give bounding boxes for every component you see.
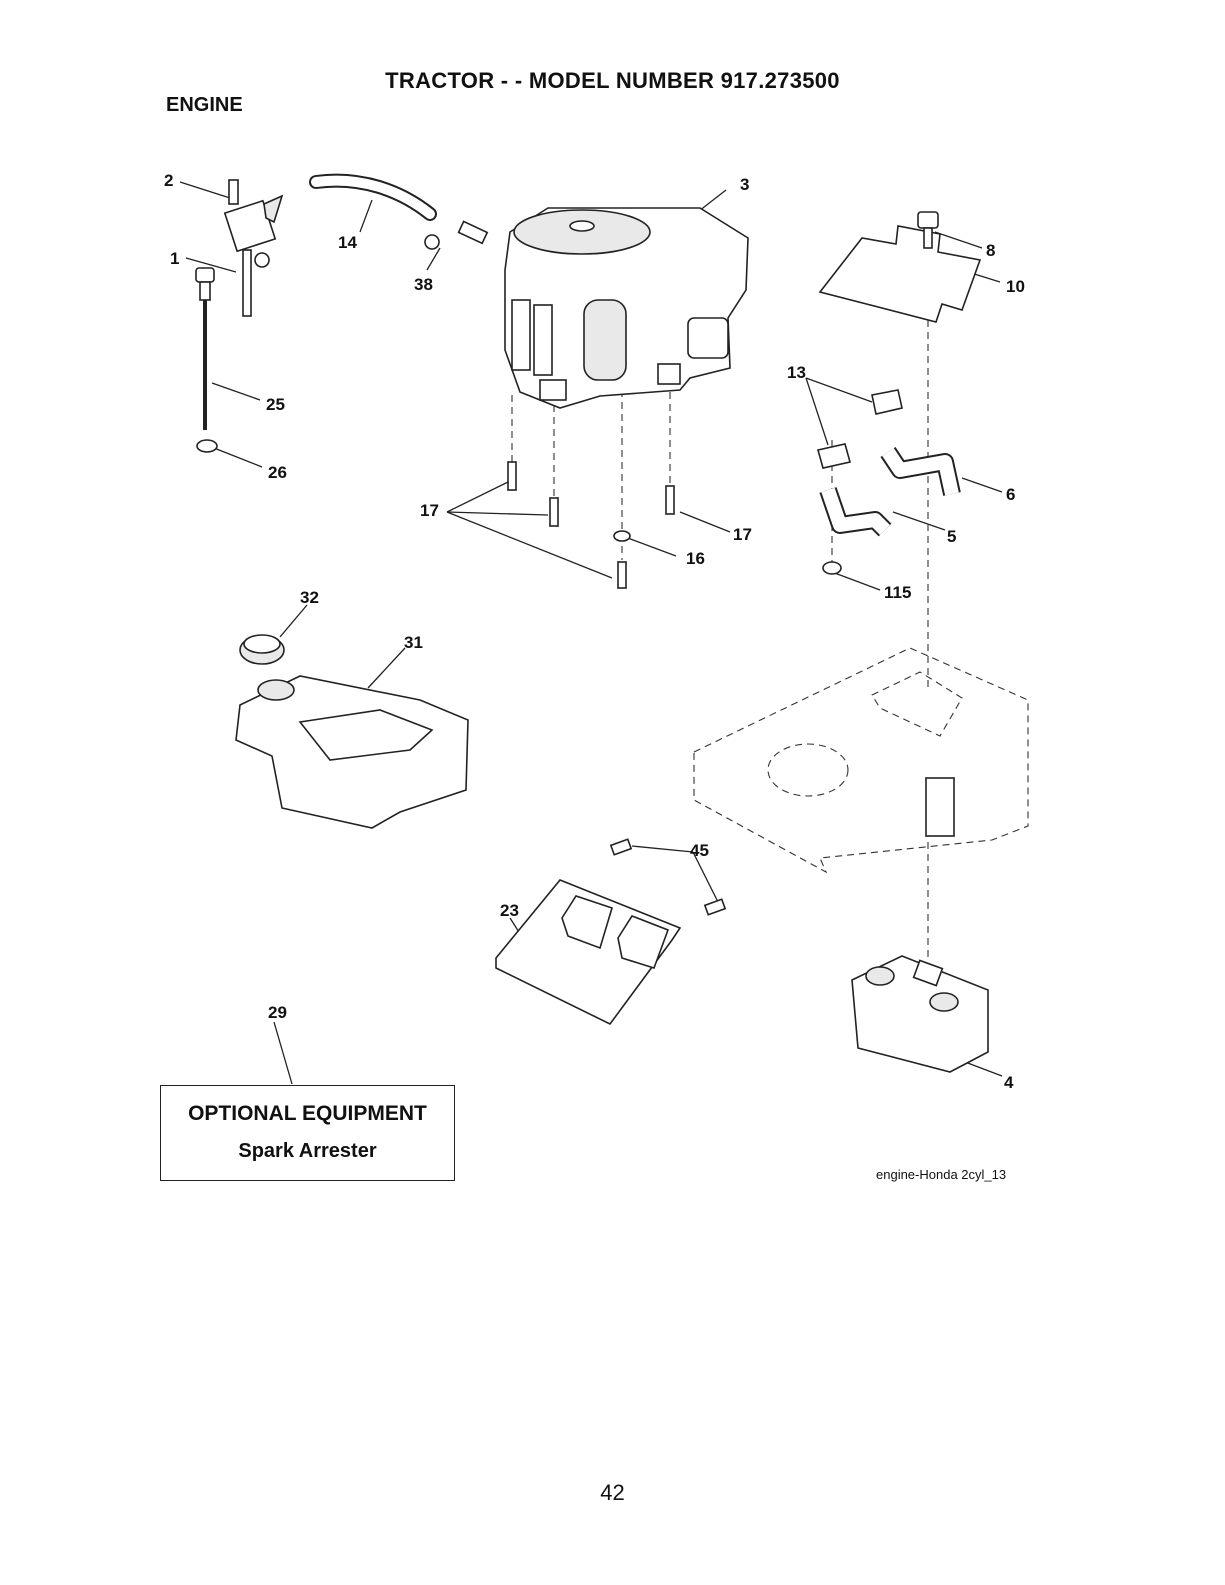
callout-17a: 17 (420, 501, 439, 520)
callout-2: 2 (164, 171, 173, 190)
callout-23: 23 (500, 901, 519, 920)
callout-8: 8 (986, 241, 995, 260)
callout-4: 4 (1004, 1073, 1014, 1092)
callout-26: 26 (268, 463, 287, 482)
callout-13: 13 (787, 363, 806, 382)
heat-shield (820, 212, 980, 322)
callout-32: 32 (300, 588, 319, 607)
callout-38: 38 (414, 275, 433, 294)
figure-reference: engine-Honda 2cyl_13 (876, 1167, 1006, 1182)
callout-25: 25 (266, 395, 285, 414)
callout-31: 31 (404, 633, 423, 652)
muffler-shield (496, 839, 725, 1024)
exhaust-pipes (818, 390, 952, 574)
dipstick (196, 268, 217, 452)
page-number: 42 (0, 1480, 1225, 1506)
callout-45: 45 (690, 841, 709, 860)
throttle-control (225, 180, 282, 316)
callout-5: 5 (947, 527, 956, 546)
callout-29: 29 (268, 1003, 287, 1022)
chassis-frame (694, 648, 1028, 872)
engine (505, 208, 748, 408)
callout-115: 115 (884, 583, 911, 602)
callout-3: 3 (740, 175, 749, 194)
optional-equipment-title: OPTIONAL EQUIPMENT (161, 1102, 454, 1126)
callout-17b: 17 (733, 525, 752, 544)
callout-10: 10 (1006, 277, 1025, 296)
callout-16: 16 (686, 549, 705, 568)
muffler (852, 956, 988, 1072)
fuel-tank (236, 635, 468, 828)
callout-14: 14 (338, 233, 357, 252)
callout-6: 6 (1006, 485, 1015, 504)
optional-equipment-item: Spark Arrester (161, 1140, 454, 1163)
callout-1: 1 (170, 249, 179, 268)
optional-equipment-box: OPTIONAL EQUIPMENT Spark Arrester (160, 1085, 455, 1181)
